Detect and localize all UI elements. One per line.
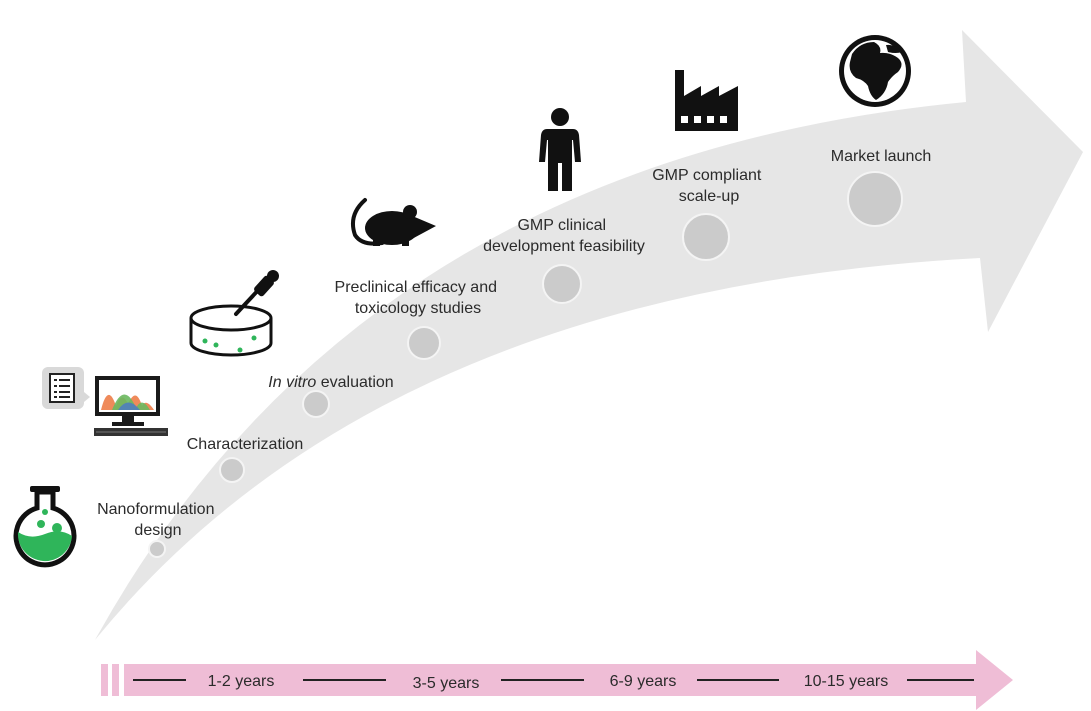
stage-dots: [148, 171, 903, 558]
progress-arrow: [95, 30, 1083, 640]
timeline-period-4: 10-15 years: [804, 673, 889, 690]
stage-dot: [682, 213, 730, 261]
timeline-tick: [112, 664, 119, 696]
stage-label-in-vitro: In vitro evaluation: [268, 374, 393, 391]
stage-dot: [542, 264, 582, 304]
stage-dot: [219, 457, 245, 483]
timeline: 1-2 years 3-5 years 6-9 years 10-15 year…: [101, 650, 1013, 710]
stage-label-preclinical: Preclinical efficacy and toxicology stud…: [335, 279, 502, 317]
stage-dot: [407, 326, 441, 360]
mouse-icon: [351, 198, 436, 246]
stage-label-gmp-scale-up: GMP compliant scale-up: [652, 167, 766, 205]
factory-icon: [675, 70, 738, 131]
stage-dot: [148, 540, 166, 558]
timeline-tick: [101, 664, 108, 696]
stage-label-gmp-clinical: GMP clinical development feasibility: [483, 217, 645, 255]
stage-dot: [302, 390, 330, 418]
stage-label-nanoformulation: Nanoformulation design: [97, 501, 219, 539]
flask-icon: [13, 486, 77, 568]
timeline-period-1: 1-2 years: [208, 673, 275, 690]
timeline-period-3: 6-9 years: [610, 673, 677, 690]
person-icon: [539, 108, 581, 191]
stage-label-characterization: Characterization: [187, 436, 304, 453]
petri-dish-dropper-icon: [189, 270, 279, 357]
computer-chart-icon: [42, 367, 168, 436]
timeline-period-2: 3-5 years: [413, 675, 480, 692]
stage-dot: [847, 171, 903, 227]
globe-icon: [839, 35, 911, 107]
stage-label-market-launch: Market launch: [831, 148, 932, 165]
